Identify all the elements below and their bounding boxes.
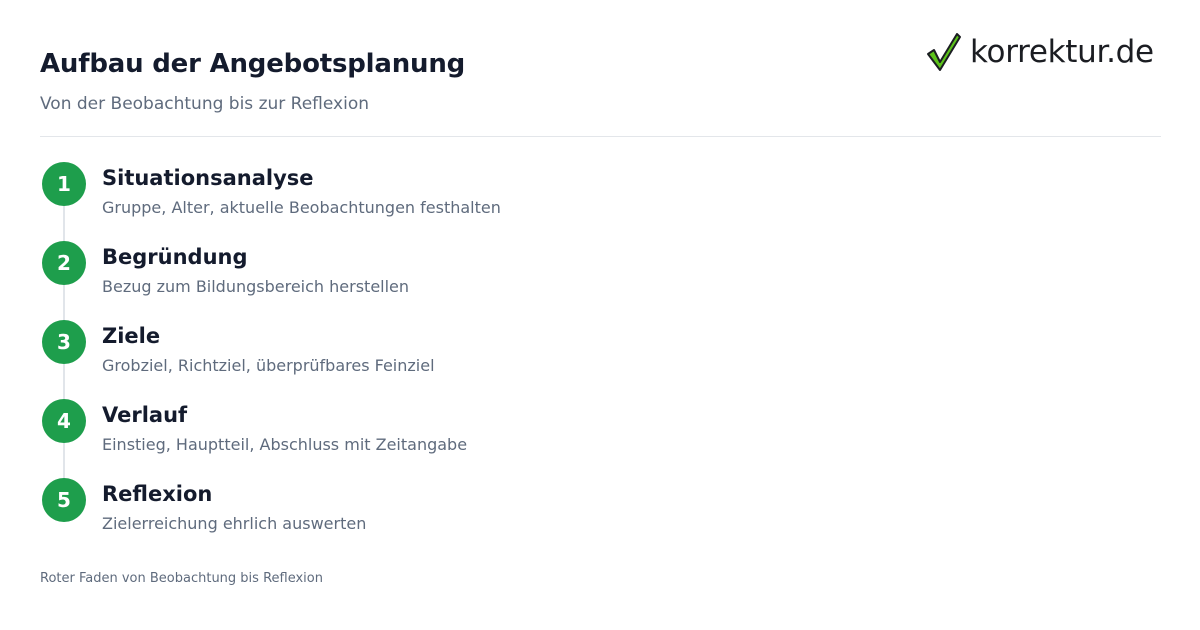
step-connector bbox=[63, 364, 65, 400]
step-ziele: 3 Ziele Grobziel, Richtziel, überprüfbar… bbox=[40, 320, 1140, 380]
step-description: Bezug zum Bildungsbereich herstellen bbox=[102, 277, 410, 296]
step-connector bbox=[63, 285, 65, 321]
brand-logo[interactable]: korrektur.de bbox=[926, 30, 1154, 74]
footer-caption: Roter Faden von Beobachtung bis Reflexio… bbox=[40, 571, 323, 586]
step-title: Begründung bbox=[102, 245, 248, 269]
step-description: Zielerreichung ehrlich auswerten bbox=[102, 514, 367, 533]
step-connector bbox=[63, 206, 65, 242]
step-title: Situationsanalyse bbox=[102, 166, 314, 190]
step-description: Gruppe, Alter, aktuelle Beobachtungen fe… bbox=[102, 198, 501, 217]
step-reflexion: 5 Reflexion Zielerreichung ehrlich auswe… bbox=[40, 478, 1140, 538]
step-title: Reflexion bbox=[102, 482, 213, 506]
page-title: Aufbau der Angebotsplanung bbox=[40, 49, 466, 79]
step-number-badge: 5 bbox=[42, 478, 86, 522]
step-connector bbox=[63, 443, 65, 479]
step-title: Verlauf bbox=[102, 403, 188, 427]
step-title: Ziele bbox=[102, 324, 161, 348]
step-verlauf: 4 Verlauf Einstieg, Hauptteil, Abschluss… bbox=[40, 399, 1140, 459]
step-number-badge: 4 bbox=[42, 399, 86, 443]
step-situationsanalyse: 1 Situationsanalyse Gruppe, Alter, aktue… bbox=[40, 162, 1140, 222]
step-begruendung: 2 Begründung Bezug zum Bildungsbereich h… bbox=[40, 241, 1140, 301]
step-description: Einstieg, Hauptteil, Abschluss mit Zeita… bbox=[102, 435, 468, 454]
step-number-badge: 3 bbox=[42, 320, 86, 364]
brand-logo-text: korrektur.de bbox=[970, 34, 1154, 70]
checkmark-icon bbox=[927, 33, 961, 71]
page-subtitle: Von der Beobachtung bis zur Reflexion bbox=[40, 94, 369, 114]
step-number-badge: 2 bbox=[42, 241, 86, 285]
step-number-badge: 1 bbox=[42, 162, 86, 206]
step-description: Grobziel, Richtziel, überprüfbares Feinz… bbox=[102, 356, 435, 375]
header-divider bbox=[40, 136, 1161, 137]
